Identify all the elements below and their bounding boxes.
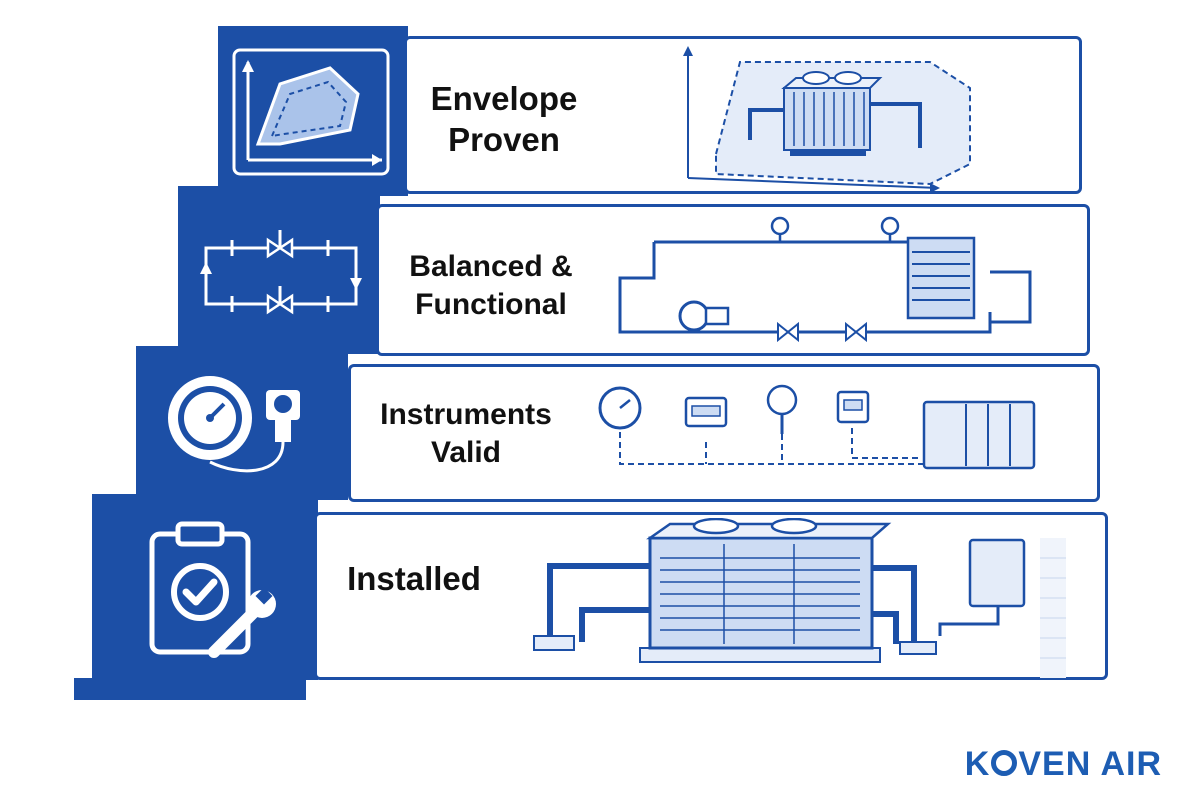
step-installed-base (74, 678, 306, 700)
step-envelope-label: Envelope Proven (414, 78, 594, 161)
step-balanced-line2: Functional (415, 287, 567, 321)
step-envelope-line2: Proven (448, 121, 560, 159)
envelope-chart-icon (232, 48, 390, 176)
step-instruments-line2: Valid (430, 435, 502, 469)
brand-logo: K VEN AIR (965, 745, 1162, 784)
pressure-gauge-icon (168, 376, 300, 473)
step-installed-label: Installed (334, 558, 494, 599)
step-instruments-line1: Instruments (380, 398, 552, 431)
hydronic-loop-illustration (618, 216, 1032, 342)
step-balanced-block (178, 186, 380, 354)
step-balanced-label: Balanced & Functional (396, 248, 586, 323)
brand-fan-icon (991, 750, 1018, 776)
installed-unit-illustration (533, 518, 1066, 678)
brand-text-b: VEN AIR (1018, 745, 1162, 783)
instruments-illustration (598, 384, 1036, 470)
step-instruments-label: Instruments Valid (366, 396, 566, 471)
step-balanced-line1: Balanced & (409, 250, 573, 283)
loop-valve-icon (200, 230, 362, 315)
brand-text-a: K (964, 745, 991, 783)
step-envelope-line1: Envelope (430, 80, 578, 117)
clipboard-check-wrench-icon (149, 521, 276, 658)
step-installed-line1: Installed (347, 560, 481, 597)
envelope-unit-illustration (683, 46, 971, 192)
